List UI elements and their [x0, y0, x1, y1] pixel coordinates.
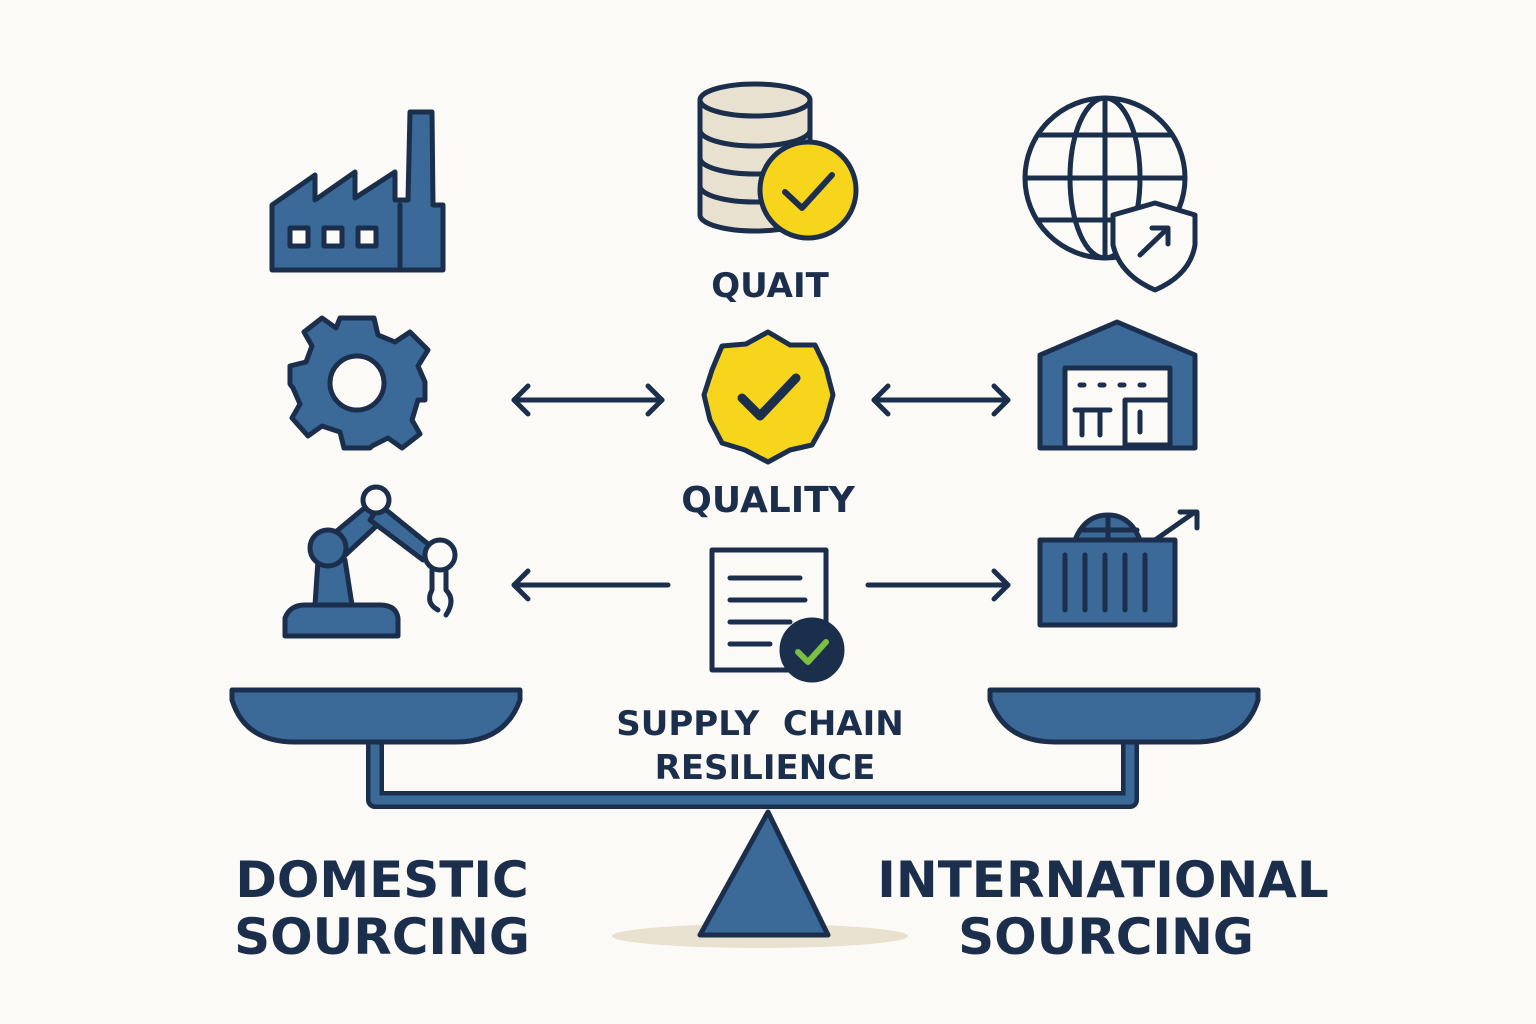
international-sourcing-label-line2: SOURCING — [958, 908, 1254, 966]
balance-scale-icon — [229, 687, 1261, 948]
gear-icon — [287, 315, 431, 451]
supply-chain-label-line2: RESILIENCE — [655, 748, 876, 788]
quality-label: QUALITY — [681, 480, 855, 521]
domestic-sourcing-label-line1: DOMESTIC — [235, 851, 528, 909]
supply-chain-label-line1: SUPPLY CHAIN — [616, 704, 903, 744]
arrow-right — [865, 568, 1011, 602]
database-check-icon — [697, 81, 859, 241]
warehouse-icon — [1037, 319, 1198, 451]
globe-shield-icon — [1022, 95, 1198, 293]
domestic-sourcing-label-line2: SOURCING — [234, 908, 530, 966]
international-sourcing-label-line1: INTERNATIONAL — [877, 851, 1329, 909]
robot-arm-icon — [282, 484, 458, 639]
double-arrow-left — [511, 383, 665, 417]
quait-label: QUAIT — [711, 266, 829, 306]
arrow-left — [511, 568, 671, 602]
double-arrow-right — [871, 383, 1011, 417]
document-check-icon — [709, 547, 845, 683]
quality-badge-icon — [701, 329, 836, 465]
shipping-container-icon — [1037, 509, 1200, 628]
factory-icon — [269, 109, 446, 273]
